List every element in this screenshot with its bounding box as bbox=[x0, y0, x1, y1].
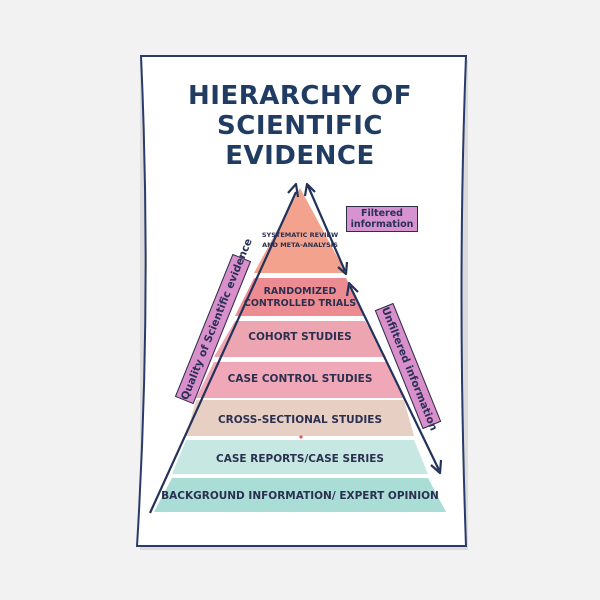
tier-shape-background bbox=[154, 478, 446, 512]
unfiltered-arrowhead-top bbox=[345, 281, 359, 297]
tier-label-cohort: COHORT STUDIES bbox=[248, 331, 352, 343]
quality-arrow bbox=[148, 191, 298, 514]
tier-label-background: BACKGROUND INFORMATION/ EXPERT OPINION bbox=[161, 490, 439, 502]
unfiltered-arrowhead-bottom bbox=[430, 459, 443, 475]
tier-shape-casereports bbox=[172, 440, 428, 474]
tier-shape-rct bbox=[235, 278, 365, 316]
tier-label-systematic-review: SYSTEMATIC REVIEW AND META-ANALYSIS bbox=[261, 231, 339, 249]
title-line-2: SCIENTIFIC EVIDENCE bbox=[217, 111, 383, 171]
tier-label-cross-sectional: CROSS-SECTIONAL STUDIES bbox=[217, 414, 383, 426]
title-line-1: HIERARCHY OF bbox=[188, 81, 412, 111]
tier-shape-casecontrol bbox=[196, 362, 404, 398]
tier-label-case-control: CASE CONTROL STUDIES bbox=[227, 373, 373, 385]
divider-dot bbox=[299, 435, 303, 439]
tier-label-case-reports: CASE REPORTS/CASE SERIES bbox=[216, 453, 384, 465]
quality-arrowhead bbox=[287, 182, 300, 198]
filtered-arrowhead-top bbox=[303, 182, 316, 197]
filtered-information-label: Filtered information bbox=[346, 206, 418, 232]
unfiltered-arrow bbox=[349, 285, 440, 471]
tier-shape-apex bbox=[254, 188, 346, 273]
tier-shape-cohort bbox=[214, 321, 386, 357]
filtered-arrowhead-bottom bbox=[337, 261, 349, 276]
tier-shape-crosssec bbox=[186, 400, 414, 436]
tier-label-rct: RANDOMIZED CONTROLLED TRIALS bbox=[243, 286, 357, 309]
filtered-arrow bbox=[306, 185, 347, 272]
